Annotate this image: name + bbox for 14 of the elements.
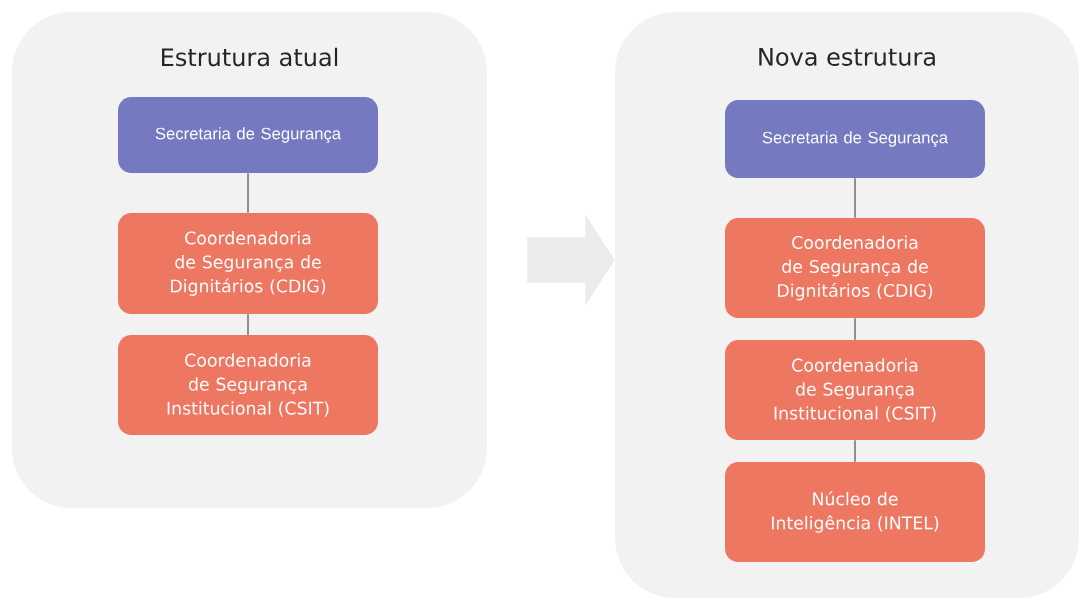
connector-line bbox=[247, 313, 249, 336]
panel-title: Estrutura atual bbox=[162, 47, 338, 67]
connector-line bbox=[854, 177, 856, 219]
unit-box: Núcleo de Inteligência (INTEL) bbox=[725, 462, 985, 562]
unit-box: Coordenadoria de Segurança de Dignitários (CDIG) bbox=[118, 212, 378, 315]
connector-line bbox=[854, 317, 856, 341]
title-box: Secretaria de Segurança bbox=[118, 97, 378, 173]
unit-box: Coordenadoria de Segurança Institucional (CSIT) bbox=[725, 340, 985, 440]
connector-line bbox=[247, 172, 249, 214]
panel-title: Nova estrutura bbox=[759, 48, 935, 66]
connector-line bbox=[854, 439, 856, 463]
unit-box: Coordenadoria de Segurança de Dignitários (CDIG) bbox=[725, 218, 985, 318]
unit-box: Coordenadoria de Segurança Institucional (CSIT) bbox=[118, 335, 378, 435]
title-box: Secretaria de Segurança bbox=[725, 100, 985, 178]
